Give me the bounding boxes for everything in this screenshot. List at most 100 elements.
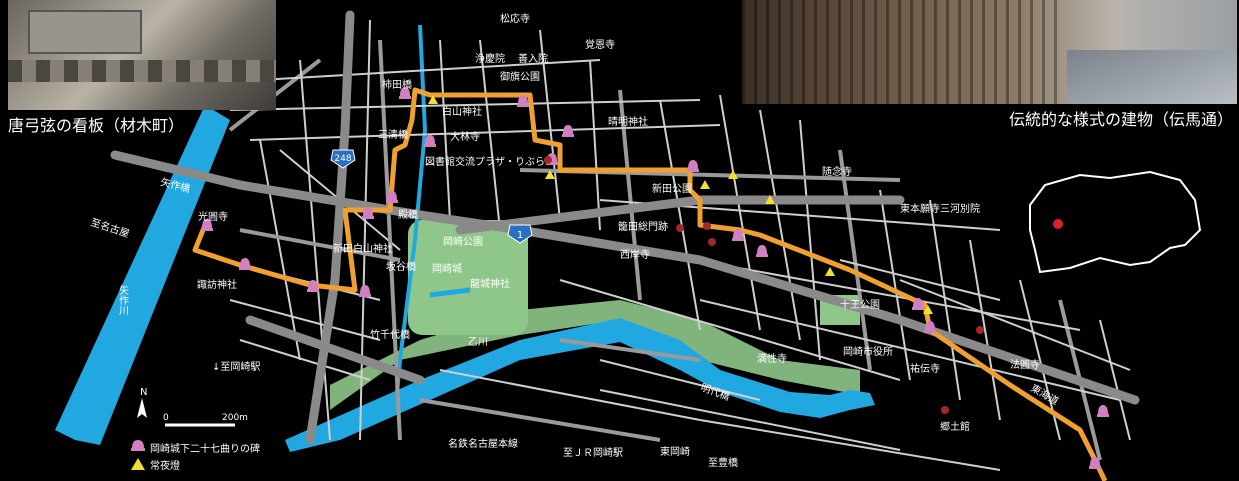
label-yuden: 祐伝寺 [910, 362, 940, 375]
label-zuinenji: 随念寺 [822, 165, 852, 178]
marker-legend-icon [131, 440, 145, 451]
street-line [838, 149, 872, 371]
street-line [719, 94, 761, 331]
label-maedashin: 籠田総門跡 [618, 220, 668, 233]
nijunana-stone-marker [307, 280, 319, 292]
label-mikiyobashi: 三清橋 [378, 128, 408, 141]
svg-text:1: 1 [517, 230, 523, 241]
historic-site-marker [544, 156, 552, 164]
street-line [479, 39, 501, 231]
label-okazakikoen: 岡崎公園 [443, 235, 483, 248]
label-otogawa: 乙川 [468, 336, 488, 348]
label-tobunen: 東本願寺三河別院 [900, 202, 980, 215]
svg-text:常夜燈: 常夜燈 [150, 459, 180, 472]
nijunana-stone-marker [386, 191, 398, 203]
label-takechiyo: 竹千代橋 [370, 328, 410, 341]
label-denchuu: 殿橋 [398, 208, 418, 221]
label-kakuonji: 覚恩寺 [585, 38, 615, 51]
nijunana-stone-marker [362, 207, 374, 219]
street-line [899, 279, 1131, 371]
nijunana-stone-marker [517, 95, 529, 107]
location-dot [1053, 219, 1063, 229]
label-kyodo: 郷土館 [940, 420, 970, 433]
label-okazakijo: 岡崎城 [432, 262, 462, 275]
label-gokijuku: 御旗公園 [500, 70, 540, 83]
street-line [539, 29, 561, 221]
nijunana-stone-marker [562, 125, 574, 137]
nijunana-stone-marker [924, 321, 936, 333]
nijunana-stone-marker [732, 229, 744, 241]
nijunana-stone-marker [424, 135, 436, 147]
street-line [839, 259, 1001, 301]
label-seimei: 晴明神社 [608, 115, 648, 128]
lamp-legend-icon [131, 458, 145, 470]
nijunana-stone-marker [201, 219, 213, 231]
svg-text:200m: 200m [222, 413, 248, 423]
lamp-marker [923, 305, 933, 314]
historic-site-marker [708, 238, 716, 246]
lamp-marker [545, 170, 555, 179]
label-jr: 至ＪＲ岡崎駅 [563, 446, 623, 459]
label-shintenbashi: 新田公園 [652, 182, 692, 195]
route-248-badge: 248 [330, 149, 356, 169]
label-zennyuin: 善入院 [518, 52, 548, 65]
street-line [1099, 319, 1131, 441]
nijunana-stone-marker [1089, 457, 1101, 469]
nijunana-stone-marker [756, 245, 768, 257]
denma-photo [742, 0, 1237, 104]
street-line [239, 228, 401, 262]
markers [201, 87, 1109, 469]
street-line [378, 39, 402, 441]
caption-left-photo: 唐弓弦の看板（材木町） [8, 116, 185, 135]
svg-text:248: 248 [334, 154, 351, 164]
historic-site-marker [676, 224, 684, 232]
riverside-park [330, 300, 860, 410]
label-toshokan: 図書館交流プラザ・りぶら [425, 155, 545, 168]
street-line [599, 389, 901, 451]
label-shindenhakusan: 新田白山神社 [333, 242, 393, 255]
nijunana-stone-marker [399, 87, 411, 99]
legend: 岡崎城下二十七曲りの碑 常夜燈 [131, 440, 260, 472]
street-line [759, 109, 801, 341]
label-nishiwa: 西岸寺 [620, 249, 650, 261]
street-line [259, 139, 301, 361]
historic-site-marker [976, 326, 984, 334]
street-line [589, 59, 601, 231]
street-line [618, 89, 642, 301]
nijunana-stone-marker [1097, 405, 1109, 417]
nijunana-route [192, 87, 1108, 481]
svg-text:岡崎城下二十七曲りの碑: 岡崎城下二十七曲りの碑 [150, 442, 260, 455]
label-higashi: 東岡崎 [660, 445, 690, 458]
label-dairinji: 大林寺 [450, 130, 480, 143]
yahagi-river [55, 105, 230, 445]
street-line [599, 359, 761, 401]
street-line [259, 59, 601, 81]
label-mansei: 満性寺 [757, 352, 787, 365]
moat [429, 287, 471, 298]
svg-text:0: 0 [163, 413, 169, 423]
label-shirayama: 白山神社 [442, 105, 482, 118]
label-yahagi-river: 矢作川 [117, 284, 129, 315]
label-shoouji: 松応寺 [500, 12, 530, 25]
street-line [239, 339, 371, 381]
nijunana-stone-marker [912, 298, 924, 310]
scale-bar: N 0 200m [137, 387, 248, 427]
label-sakaya: 坂谷橋 [386, 260, 416, 273]
label-okazakicity: 岡崎市役所 [843, 345, 893, 358]
street-line [799, 119, 821, 361]
label-meitetsu: 名鉄名古屋本線 [448, 437, 518, 450]
street-line [659, 99, 701, 331]
label-okazakiekimae: ↓至岡崎駅 [212, 360, 260, 373]
caption-right-photo: 伝統的な様式の建物（伝馬通） [1008, 110, 1233, 129]
street-line [419, 398, 661, 442]
historic-site-marker [941, 406, 949, 414]
label-hoenji: 法圓寺 [1010, 358, 1040, 371]
label-jukuoen: 十王公園 [840, 298, 880, 311]
nijunana-stone-marker [687, 160, 699, 172]
svg-text:N: N [140, 387, 147, 398]
label-suwa: 諏訪神社 [197, 278, 237, 291]
street-line [559, 338, 701, 362]
label-sokyo: 至名古屋 [89, 215, 131, 240]
